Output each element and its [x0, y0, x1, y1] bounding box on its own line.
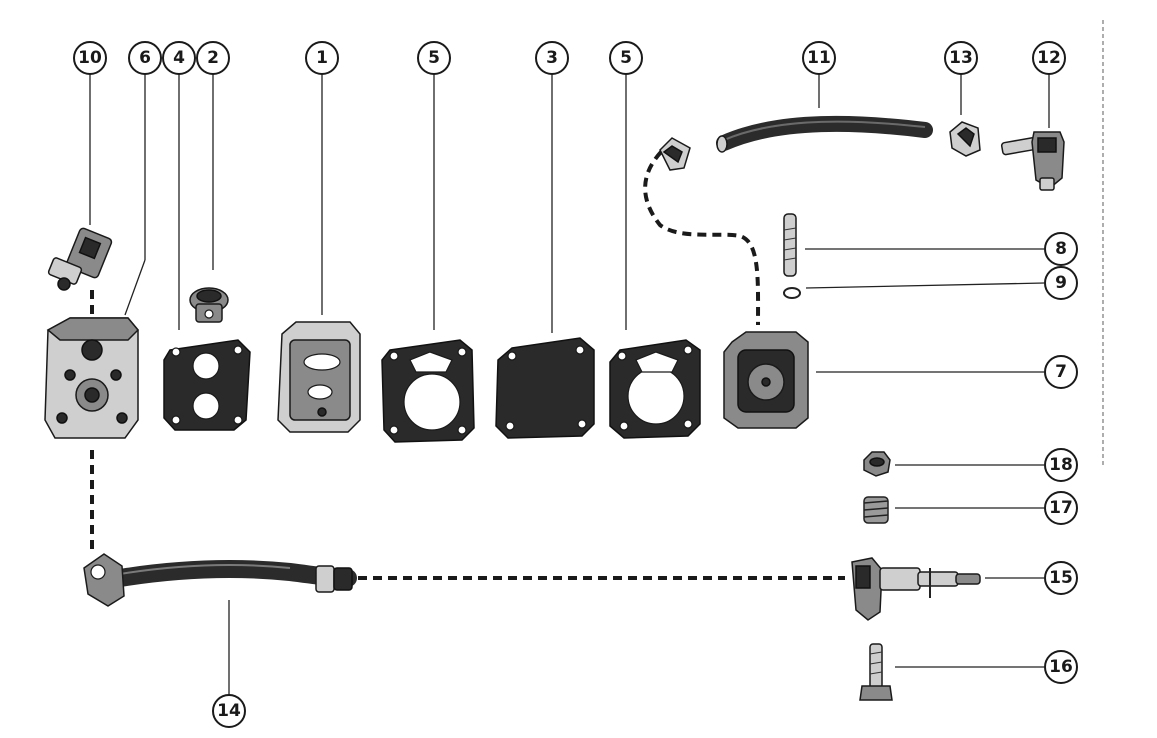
part-7-pump-cover: [723, 331, 809, 429]
part-1-pump-housing: [277, 321, 361, 433]
callout-6: 6: [128, 41, 162, 75]
callout-2: 2: [196, 41, 230, 75]
svg-text:13: 13: [949, 48, 973, 68]
callout-5-right: 5: [609, 41, 643, 75]
part-5-gasket-left: [381, 339, 475, 443]
callout-9: 9: [1044, 266, 1078, 300]
part-5-gasket-right: [609, 339, 701, 439]
svg-text:6: 6: [139, 48, 151, 68]
part-13-clamp: [949, 121, 981, 157]
part-11-hose: [716, 115, 933, 153]
callout-14: 14: [212, 694, 246, 728]
callout-17: 17: [1044, 491, 1078, 525]
part-8-screw: [783, 213, 797, 277]
svg-text:16: 16: [1049, 657, 1073, 677]
part-16-bolt: [859, 643, 893, 701]
callout-5-left: 5: [417, 41, 451, 75]
svg-text:15: 15: [1049, 568, 1073, 588]
svg-text:9: 9: [1055, 273, 1067, 293]
svg-text:10: 10: [78, 48, 102, 68]
svg-text:14: 14: [217, 701, 241, 721]
callout-11: 11: [802, 41, 836, 75]
svg-text:12: 12: [1037, 48, 1061, 68]
callout-3: 3: [535, 41, 569, 75]
part-17-spring: [863, 496, 889, 524]
callout-8: 8: [1044, 232, 1078, 266]
svg-text:17: 17: [1049, 498, 1073, 518]
callout-15: 15: [1044, 561, 1078, 595]
svg-text:18: 18: [1049, 455, 1073, 475]
callout-12: 12: [1032, 41, 1066, 75]
svg-text:1: 1: [316, 48, 328, 68]
svg-text:4: 4: [173, 48, 185, 68]
svg-text:3: 3: [546, 48, 558, 68]
callout-4: 4: [162, 41, 196, 75]
svg-text:2: 2: [207, 48, 219, 68]
dashed-connectors: [90, 150, 845, 580]
part-3-diaphragm: [495, 337, 595, 439]
part-10-elbow-fitting: [47, 227, 113, 291]
part-14-fuel-line: [83, 553, 357, 607]
part-6-pump-body: [44, 317, 140, 439]
callout-16: 16: [1044, 650, 1078, 684]
callout-10: 10: [73, 41, 107, 75]
callout-1: 1: [305, 41, 339, 75]
svg-text:5: 5: [428, 48, 440, 68]
part-9-washer: [783, 287, 801, 299]
svg-text:8: 8: [1055, 239, 1067, 259]
callout-7: 7: [1044, 355, 1078, 389]
svg-text:7: 7: [1055, 362, 1067, 382]
callout-13: 13: [944, 41, 978, 75]
part-4-gasket: [163, 339, 251, 431]
hose-clamp-left: [659, 137, 691, 171]
part-2-check-valve: [189, 287, 229, 323]
part-18-nut: [863, 451, 891, 477]
leader-lines: [89, 73, 1050, 695]
svg-text:5: 5: [620, 48, 632, 68]
part-15-valve-fitting: [851, 557, 981, 621]
part-12-elbow-fitting: [1000, 131, 1065, 191]
svg-text:11: 11: [807, 48, 831, 68]
callout-18: 18: [1044, 448, 1078, 482]
